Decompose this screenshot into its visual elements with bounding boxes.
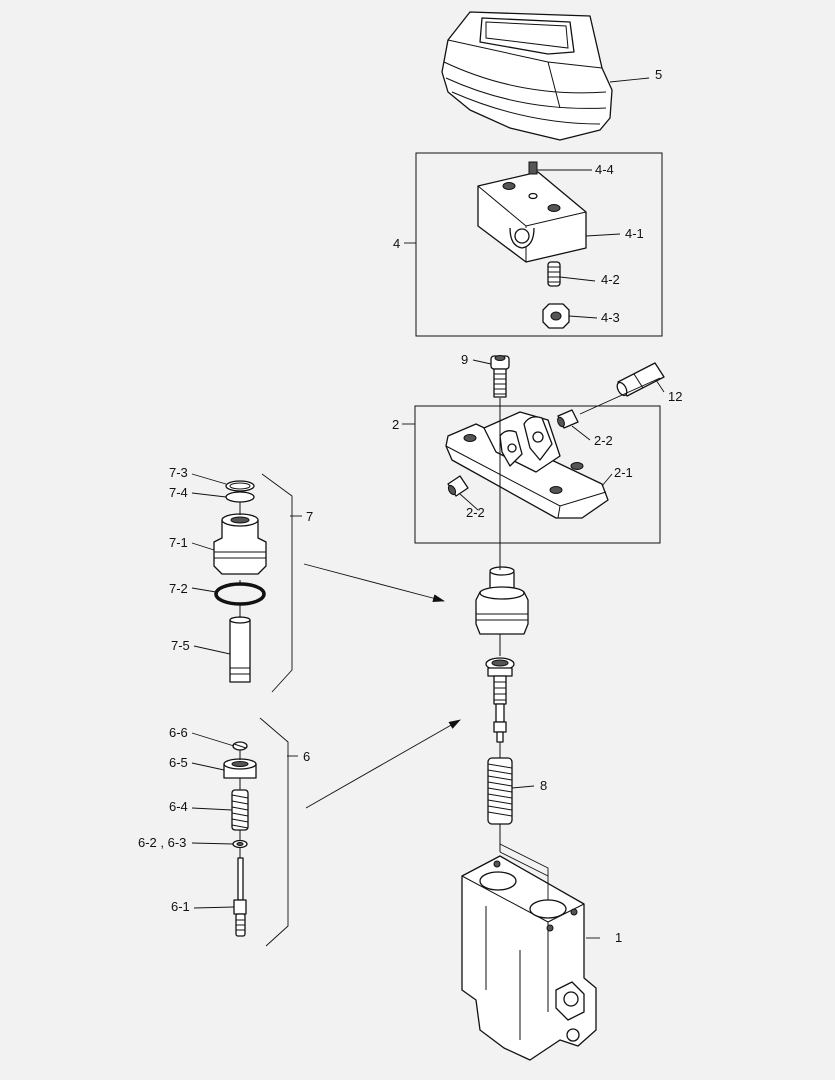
label-9: 9 [461, 352, 468, 367]
label-4-1: 4-1 [625, 226, 644, 241]
label-1: 1 [615, 930, 622, 945]
bushing-b-part [447, 475, 469, 497]
bushing-a-part [557, 409, 579, 429]
label-12: 12 [668, 389, 682, 404]
bracket-7 [261, 473, 293, 693]
plug-part [475, 566, 529, 635]
label-2-1: 2-1 [614, 465, 633, 480]
spring-8-part [487, 757, 513, 825]
label-4-4: 4-4 [595, 162, 614, 177]
label-7-5: 7-5 [171, 638, 190, 653]
base-plate-part [445, 411, 609, 519]
leader-lines [191, 77, 665, 939]
boot-part [441, 11, 613, 141]
label-6-4: 6-4 [169, 799, 188, 814]
label-7-1: 7-1 [169, 535, 188, 550]
ring-7-4-part [225, 491, 255, 503]
label-4-3: 4-3 [601, 310, 620, 325]
bracket-6 [259, 717, 289, 947]
valve-body-part [461, 855, 597, 1061]
nut-part [542, 303, 570, 329]
o-ring-7-2-part [214, 582, 266, 606]
spring-6-4-part [231, 789, 249, 831]
label-6: 6 [303, 749, 310, 764]
assembly-4-frame [415, 152, 663, 337]
spool-6-1-part [233, 857, 247, 937]
spring-seat-part [485, 657, 515, 677]
label-5: 5 [655, 67, 662, 82]
label-8: 8 [540, 778, 547, 793]
seat-6-5-part [223, 758, 257, 779]
label-2-2-left: 2-2 [466, 505, 485, 520]
assembly-2-frame [414, 405, 661, 544]
part-labels: 5 4 4-4 4-1 4-2 4-3 9 12 2 2-2 2-1 2-2 7… [138, 67, 682, 945]
clip-6-6-part [232, 741, 248, 751]
ring-7-3-part [225, 480, 255, 492]
label-2: 2 [392, 417, 399, 432]
adjust-bolt-part [547, 261, 561, 287]
bushing-7-1-part [213, 513, 267, 575]
label-6-1: 6-1 [171, 899, 190, 914]
spool-part [493, 675, 507, 743]
label-4: 4 [393, 236, 400, 251]
arrow-group-7 [303, 563, 445, 603]
bolt-9-part [490, 355, 510, 398]
label-6-6: 6-6 [169, 725, 188, 740]
lever-bracket-part [477, 171, 587, 263]
pin-12-part [616, 362, 665, 397]
label-6-5: 6-5 [169, 755, 188, 770]
washer-6-2-part [232, 839, 248, 849]
label-7-4: 7-4 [169, 485, 188, 500]
label-7: 7 [306, 509, 313, 524]
screw-4-4-part [528, 161, 538, 175]
label-6-2-6-3: 6-2 , 6-3 [138, 835, 186, 850]
label-2-2-right: 2-2 [594, 433, 613, 448]
plunger-7-5-part [229, 616, 251, 683]
label-4-2: 4-2 [601, 272, 620, 287]
label-7-3: 7-3 [169, 465, 188, 480]
label-7-2: 7-2 [169, 581, 188, 596]
arrow-group-6 [305, 719, 461, 809]
